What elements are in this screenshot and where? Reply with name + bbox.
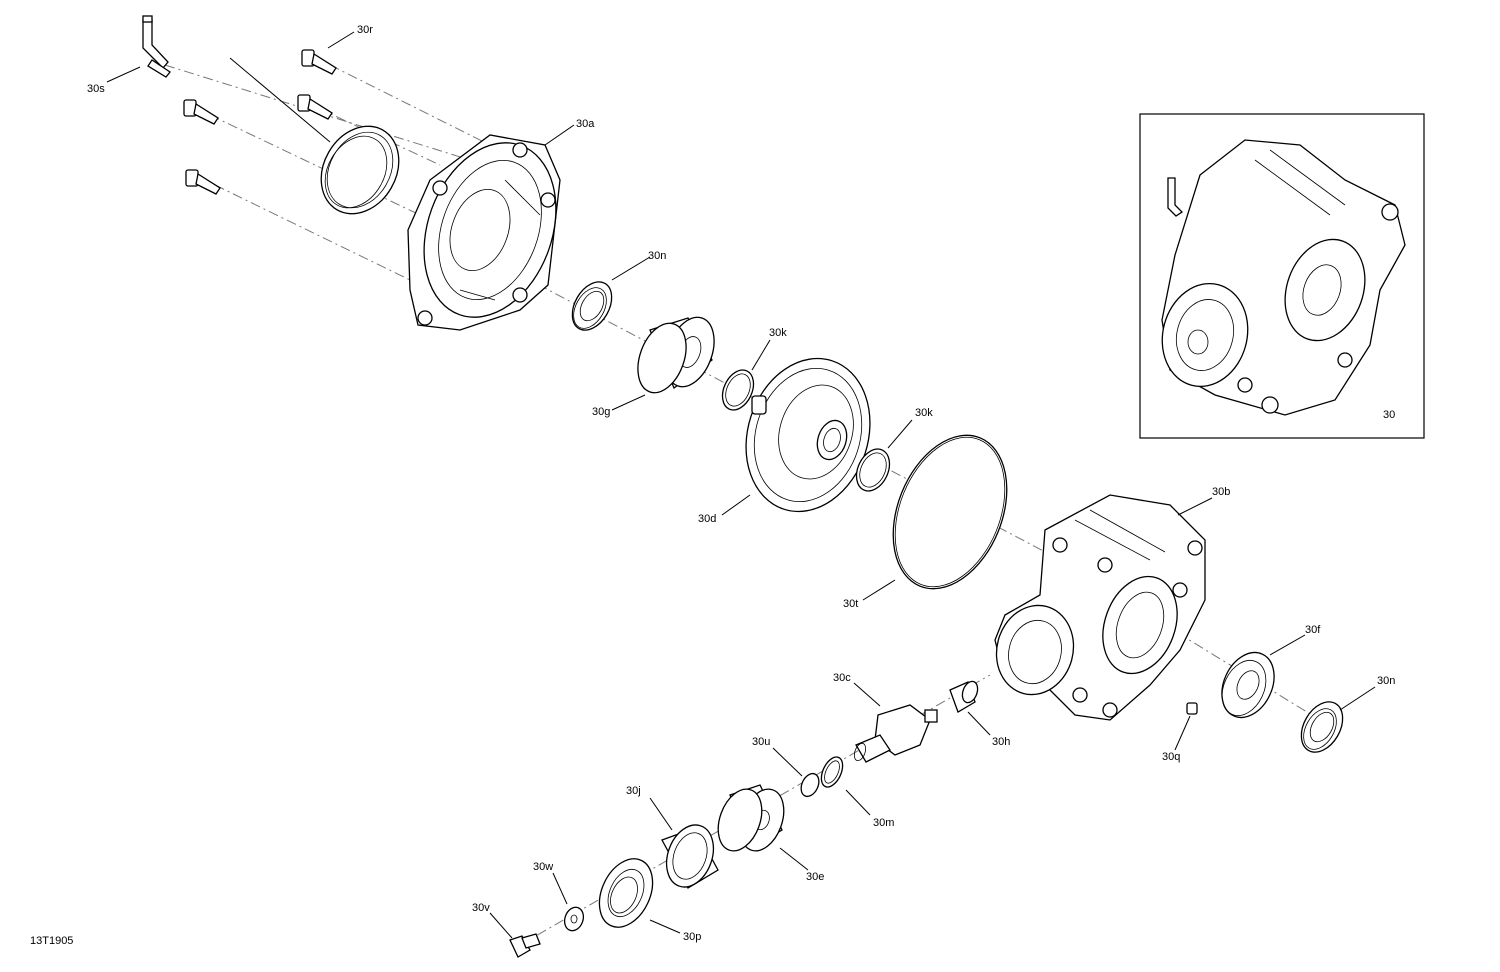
label-30g: 30g: [592, 406, 610, 418]
label-30m: 30m: [873, 817, 894, 829]
seal-30p: [598, 858, 654, 928]
label-30w: 30w: [533, 861, 553, 873]
label-30k-upper: 30k: [769, 327, 787, 339]
leader-lines: [106, 31, 1376, 939]
figure-id: 13T1905: [30, 935, 73, 947]
label-30n-bottom: 30n: [1377, 675, 1395, 687]
label-30u: 30u: [752, 736, 770, 748]
ring-30k-lower: [855, 448, 891, 492]
ring-30m: [820, 756, 844, 788]
label-30a: 30a: [576, 118, 595, 130]
oil-seal-30n-top: [571, 281, 613, 331]
oil-seal-30n-bottom: [1300, 701, 1344, 753]
elbow-fitting-30s: [142, 15, 171, 78]
label-inset-30: 30: [1383, 409, 1395, 421]
label-30f: 30f: [1305, 624, 1321, 636]
label-30c: 30c: [833, 672, 851, 684]
assembled-inset: [1139, 113, 1425, 439]
label-30r: 30r: [357, 24, 373, 36]
label-30d: 30d: [698, 513, 716, 525]
o-ring-30t: [892, 434, 1008, 590]
callout-labels: 30s 30r 30a 30n 30k 30g 30k 30d 30t 30b …: [30, 24, 1395, 947]
bolt-lower-left: [185, 169, 221, 195]
label-30t: 30t: [843, 598, 858, 610]
plug-30q: [1186, 702, 1198, 715]
gear-disc-30d: [745, 357, 871, 513]
bolt-30r: [301, 49, 337, 75]
bearing-30e: [717, 784, 785, 852]
collar-30j: [661, 824, 719, 889]
bolt-30v: [509, 933, 541, 958]
label-30h: 30h: [992, 736, 1010, 748]
ring-30k-upper: [721, 369, 755, 411]
seal-ring: [320, 125, 400, 215]
label-30e: 30e: [806, 871, 824, 883]
label-30n-top: 30n: [648, 250, 666, 262]
bolt-upper-left: [183, 99, 219, 125]
bearing-30f: [1221, 651, 1275, 719]
sleeve-30h: [949, 680, 979, 713]
bearing-30g: [637, 316, 715, 394]
label-30q: 30q: [1162, 751, 1180, 763]
ring-30u: [800, 772, 820, 798]
label-30s: 30s: [87, 83, 105, 95]
washer-30w: [563, 906, 585, 932]
label-30b: 30b: [1212, 486, 1230, 498]
main-housing-30b: [994, 494, 1206, 721]
label-30j: 30j: [626, 785, 641, 797]
bolt-upper-mid: [297, 94, 333, 120]
label-30v: 30v: [472, 902, 490, 914]
label-30p: 30p: [683, 931, 701, 943]
front-cover-30a: [407, 134, 561, 331]
pinion-shaft-30c: [853, 704, 938, 763]
label-30k-lower: 30k: [915, 407, 933, 419]
